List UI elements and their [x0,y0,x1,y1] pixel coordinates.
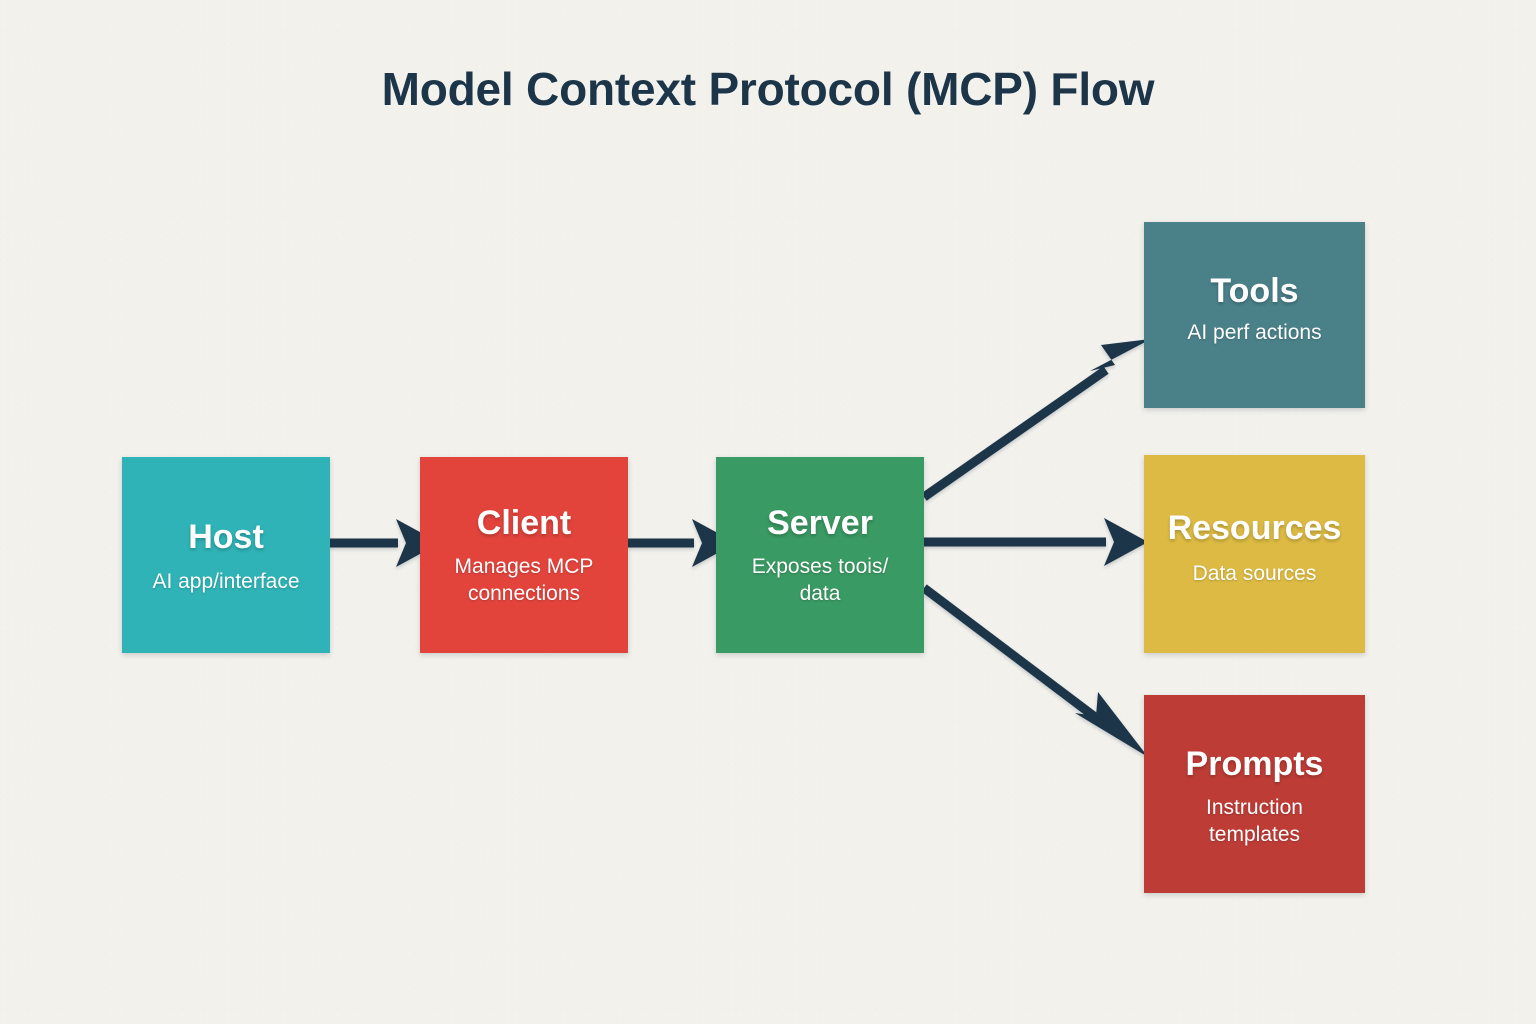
node-tools[interactable]: Tools AI perf actions [1144,222,1365,408]
node-host[interactable]: Host AI app/interface [122,457,330,653]
node-server-title: Server [767,504,873,543]
node-prompts-title: Prompts [1185,745,1324,783]
node-client-subtitle: Manages MCP connections [454,554,594,605]
page-title: Model Context Protocol (MCP) Flow [381,63,1155,115]
node-server-subtitle: Exposes toois/ data [751,554,889,605]
node-tools-subtitle: AI perf actions [1187,320,1322,344]
node-prompts-subtitle: Instruction templates [1206,795,1303,846]
node-client-title: Client [476,504,572,543]
node-host-subtitle: AI app/interface [152,570,300,594]
node-resources-subtitle: Data sources [1192,561,1317,585]
arrow-server-to-resources [924,518,1148,566]
node-tools-title: Tools [1210,272,1299,310]
node-prompts[interactable]: Prompts Instruction templates [1144,695,1365,893]
arrow-server-to-prompts [921,584,1148,757]
node-resources-title: Resources [1167,509,1342,547]
node-server[interactable]: Server Exposes toois/ data [716,457,924,653]
arrow-server-to-tools [921,339,1151,501]
node-client[interactable]: Client Manages MCP connections [420,457,628,653]
node-resources[interactable]: Resources Data sources [1144,455,1365,653]
node-host-title: Host [188,517,264,556]
